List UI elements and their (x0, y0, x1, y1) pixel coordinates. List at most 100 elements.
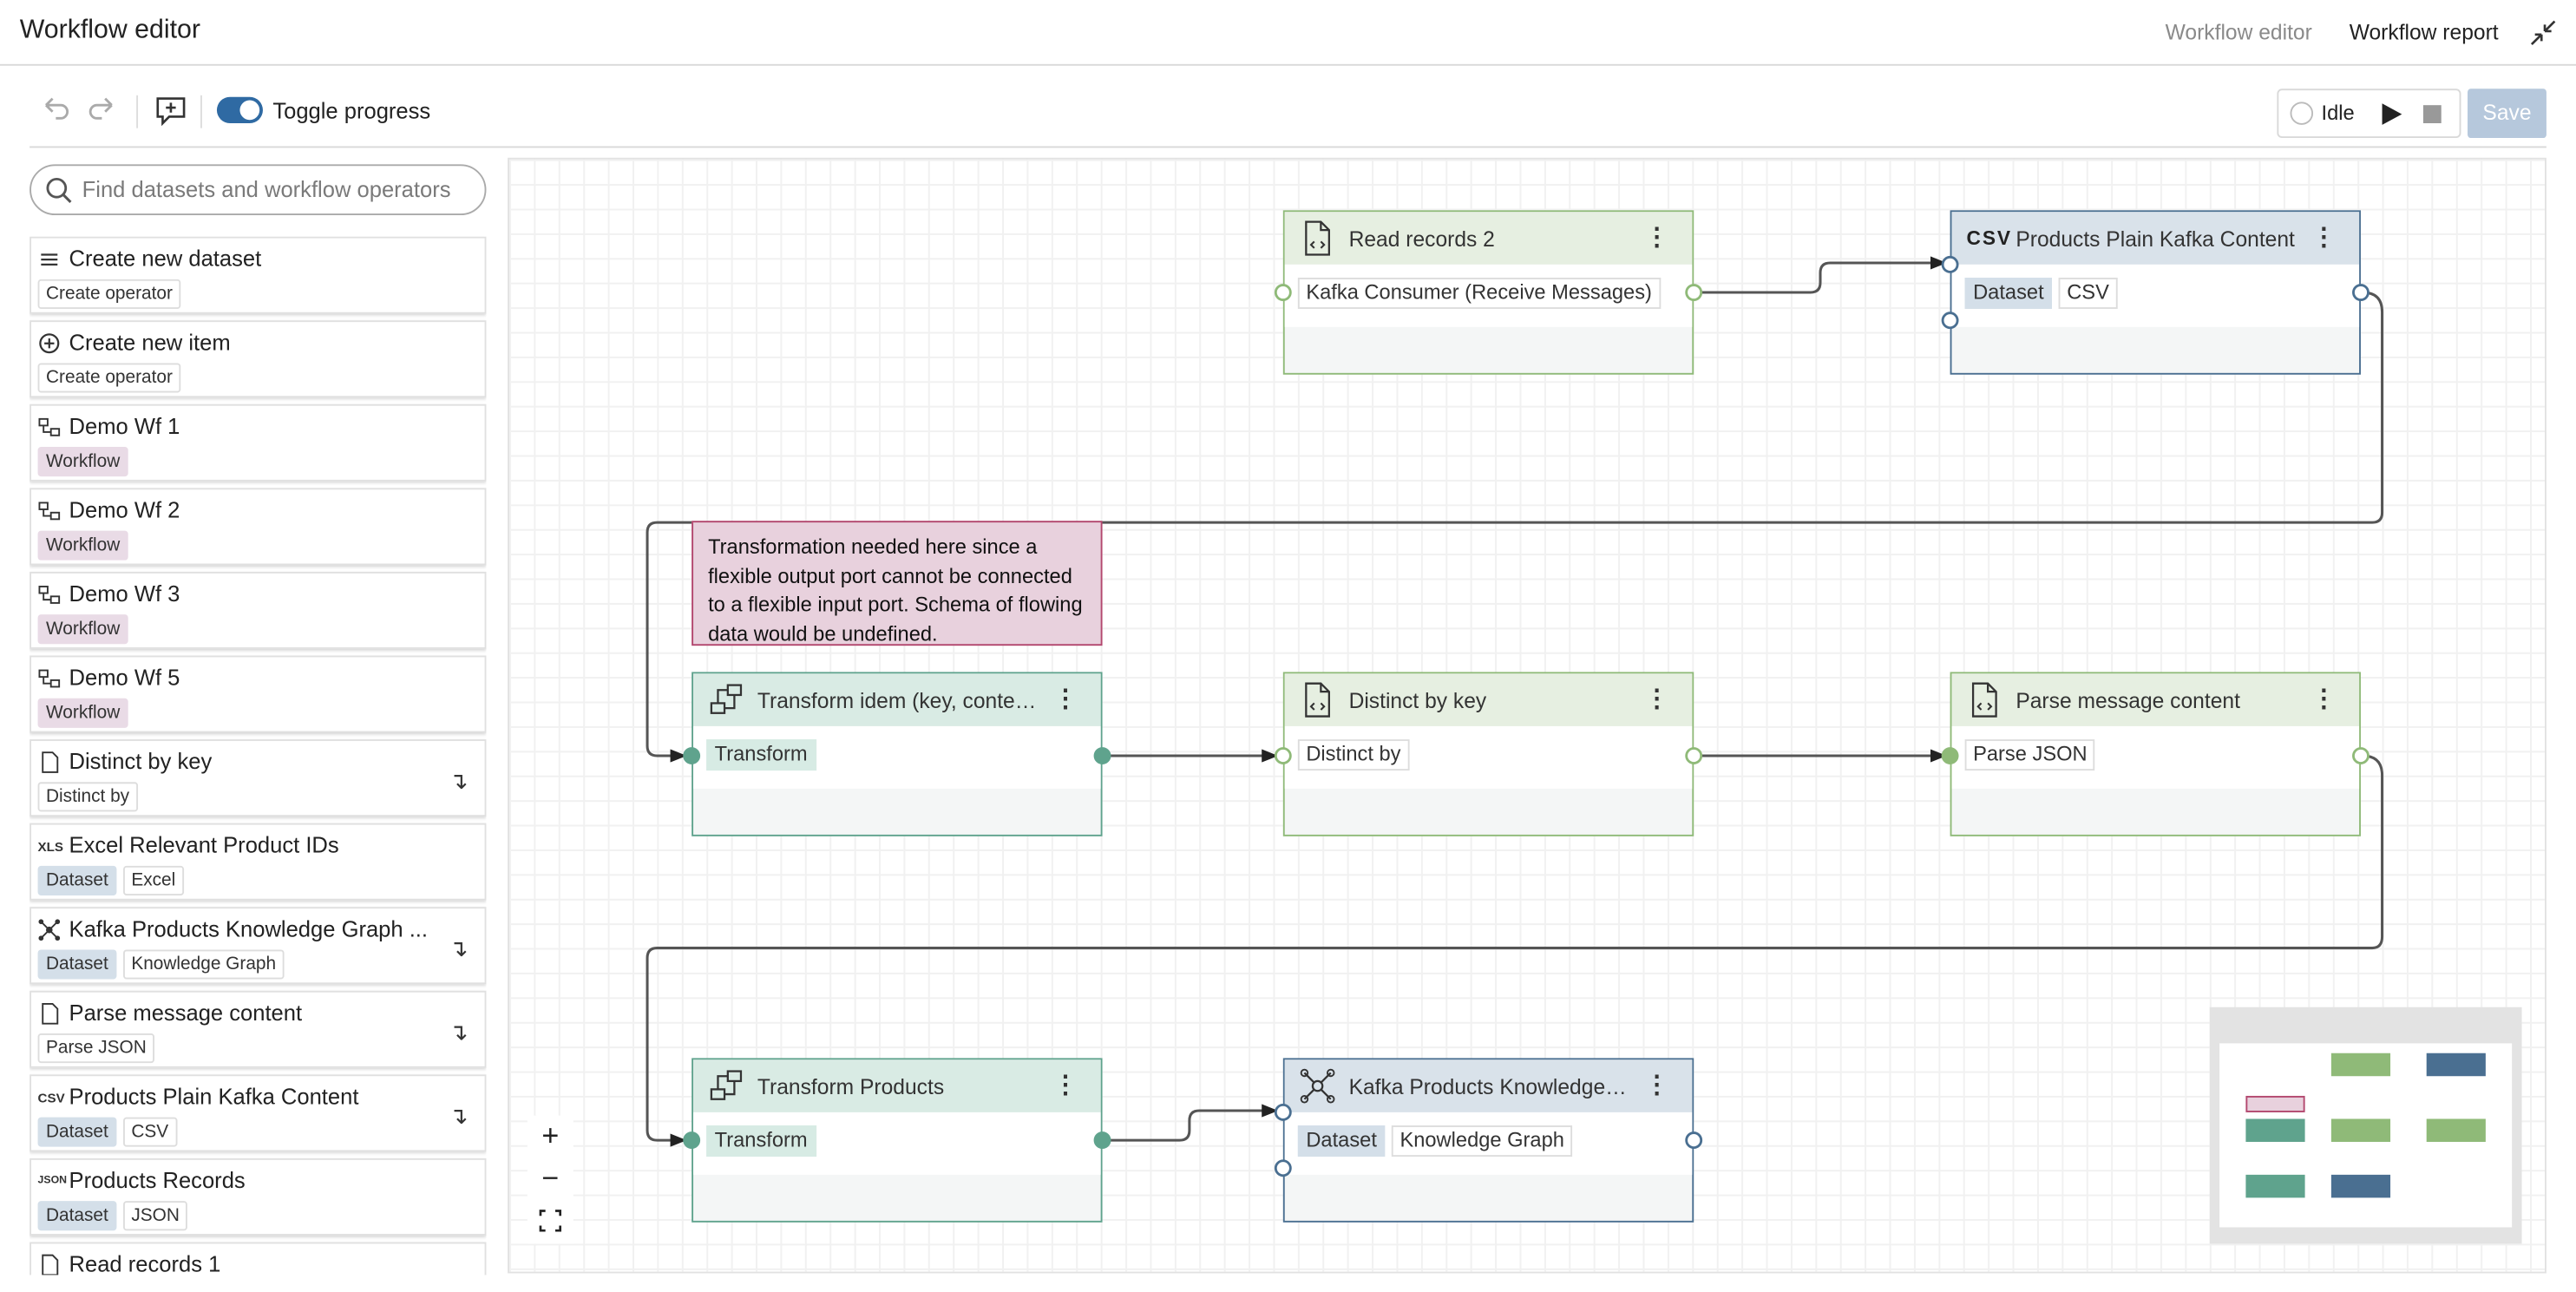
collapse-icon[interactable] (2527, 16, 2560, 49)
toolbar-divider (136, 95, 139, 128)
app-header: Workflow editor Workflow editor Workflow… (0, 0, 2576, 66)
node-products-plain-kafka[interactable]: CSV Products Plain Kafka Content ⋮ Datas… (1950, 210, 2361, 375)
play-icon[interactable] (2381, 102, 2404, 126)
minimap-node (2330, 1053, 2391, 1077)
port-transform-products-in (683, 1131, 701, 1150)
status-text: Idle (2321, 102, 2355, 125)
search-input[interactable]: Find datasets and workflow operators (29, 164, 487, 216)
minimap-node (2245, 1174, 2305, 1198)
list-item-tag: Dataset (37, 865, 117, 895)
node-transform-idem[interactable]: Transform idem (key, content) ⋮ Transfor… (692, 672, 1103, 836)
stop-icon[interactable] (2422, 105, 2442, 124)
list-item-tag: Create operator (37, 363, 181, 393)
minimap-viewport (2219, 1043, 2513, 1228)
search-icon (46, 177, 72, 203)
node-header: Parse message content ⋮ (1951, 673, 2360, 726)
insert-icon[interactable]: ↴ (449, 767, 469, 794)
node-menu-icon[interactable]: ⋮ (1644, 223, 1669, 252)
workflow-icon (38, 417, 61, 436)
node-body: Dataset CSV (1951, 264, 2360, 327)
node-body: Distinct by (1284, 725, 1693, 789)
list-item-demo-wf-5[interactable]: Demo Wf 5 Workflow (29, 655, 487, 733)
port-read-in (1274, 284, 1292, 301)
list-item-read-records-1[interactable]: Read records 1 (29, 1242, 487, 1276)
node-read-records-2[interactable]: Read records 2 ⋮ Kafka Consumer (Receive… (1282, 210, 1694, 375)
node-menu-icon[interactable]: ⋮ (1052, 685, 1078, 713)
transform-icon (710, 684, 743, 714)
node-menu-icon[interactable]: ⋮ (1644, 1071, 1669, 1099)
list-item-products-plain[interactable]: CSV Products Plain Kafka Content Dataset… (29, 1074, 487, 1152)
node-tag: Distinct by (1297, 739, 1409, 771)
add-note-icon[interactable] (151, 90, 190, 129)
node-header: CSV Products Plain Kafka Content ⋮ (1951, 212, 2360, 265)
list-item-excel-relevant[interactable]: XLS Excel Relevant Product IDs Dataset E… (29, 823, 487, 901)
node-tag: Transform (706, 739, 816, 771)
sticky-note[interactable]: Transformation needed here since a flexi… (692, 521, 1103, 646)
status-indicator-icon (2290, 102, 2314, 125)
node-menu-icon[interactable]: ⋮ (1052, 1071, 1078, 1099)
xls-icon: XLS (37, 839, 64, 855)
node-tag: CSV (2058, 278, 2118, 309)
port-transform-idem-out (1093, 747, 1111, 764)
port-transform-idem-in (683, 747, 701, 764)
list-item-tag: Dataset (37, 1201, 117, 1231)
minimap[interactable] (2209, 1007, 2522, 1244)
graph-icon (38, 919, 61, 941)
toggle-progress-label: Toggle progress (272, 98, 431, 124)
insert-icon[interactable]: ↴ (449, 935, 469, 961)
undo-icon[interactable] (36, 90, 75, 129)
node-menu-icon[interactable]: ⋮ (2311, 223, 2337, 252)
list-item-parse-message[interactable]: Parse message content Parse JSON ↴ (29, 990, 487, 1068)
list-item-tag: Knowledge Graph (122, 949, 285, 980)
list-item-demo-wf-1[interactable]: Demo Wf 1 Workflow (29, 403, 487, 482)
list-item-demo-wf-2[interactable]: Demo Wf 2 Workflow (29, 488, 487, 566)
node-body: Transform (693, 725, 1101, 789)
edge-read-to-products (1694, 256, 1947, 294)
list-item-tag: Workflow (37, 614, 128, 645)
list-item-distinct-by-key[interactable]: Distinct by key Distinct by ↴ (29, 739, 487, 817)
node-distinct-by-key[interactable]: Distinct by key ⋮ Distinct by (1282, 672, 1694, 836)
node-body: Parse JSON (1951, 725, 2360, 789)
port-products-in-2 (1941, 312, 1959, 330)
list-item-tag: Distinct by (37, 782, 138, 812)
node-menu-icon[interactable]: ⋮ (2311, 685, 2337, 713)
port-read-out (1685, 284, 1703, 301)
list-item-products-records[interactable]: JSON Products Records Dataset JSON (29, 1158, 487, 1236)
toggle-progress-switch[interactable] (216, 96, 263, 124)
node-tag: Parse JSON (1964, 739, 2096, 771)
node-kafka-products-kg[interactable]: Kafka Products Knowledge ... ⋮ Dataset K… (1282, 1058, 1694, 1223)
file-code-icon (42, 1254, 59, 1276)
list-item-tag: Workflow (37, 447, 128, 477)
node-tag: Knowledge Graph (1391, 1125, 1573, 1158)
node-body: Kafka Consumer (Receive Messages) (1284, 264, 1693, 327)
node-parse-message-content[interactable]: Parse message content ⋮ Parse JSON (1950, 672, 2361, 836)
csv-icon: CSV (37, 1091, 65, 1106)
minimap-node (2330, 1174, 2391, 1198)
list-icon (41, 253, 58, 266)
port-parse-out (2352, 747, 2370, 764)
zoom-out-icon[interactable]: − (541, 1161, 560, 1195)
node-tag: Kafka Consumer (Receive Messages) (1297, 278, 1661, 309)
insert-icon[interactable]: ↴ (449, 1102, 469, 1129)
list-item-create-dataset[interactable]: Create new dataset Create operator (29, 236, 487, 314)
zoom-in-icon[interactable]: + (541, 1118, 560, 1152)
save-button[interactable]: Save (2468, 89, 2547, 139)
list-item-demo-wf-3[interactable]: Demo Wf 3 Workflow (29, 571, 487, 649)
node-menu-icon[interactable]: ⋮ (1644, 685, 1669, 713)
nav-workflow-report[interactable]: Workflow report (2349, 19, 2499, 45)
node-header: Transform idem (key, content) ⋮ (693, 673, 1101, 726)
port-transform-products-out (1093, 1131, 1111, 1150)
node-header: Kafka Products Knowledge ... ⋮ (1284, 1059, 1693, 1112)
nav-workflow-editor[interactable]: Workflow editor (2165, 19, 2312, 45)
list-item-tag: Create operator (37, 279, 181, 309)
redo-icon[interactable] (82, 90, 121, 129)
list-item-kafka-kg[interactable]: Kafka Products Knowledge Graph ... Datas… (29, 907, 487, 985)
insert-icon[interactable]: ↴ (449, 1018, 469, 1046)
file-code-icon (1971, 682, 1997, 718)
port-products-in-1 (1941, 255, 1959, 273)
fit-view-icon[interactable] (539, 1210, 562, 1233)
minimap-note (2245, 1095, 2305, 1112)
node-transform-products[interactable]: Transform Products ⋮ Transform (692, 1058, 1103, 1223)
list-item-create-item[interactable]: Create new item Create operator (29, 320, 487, 398)
